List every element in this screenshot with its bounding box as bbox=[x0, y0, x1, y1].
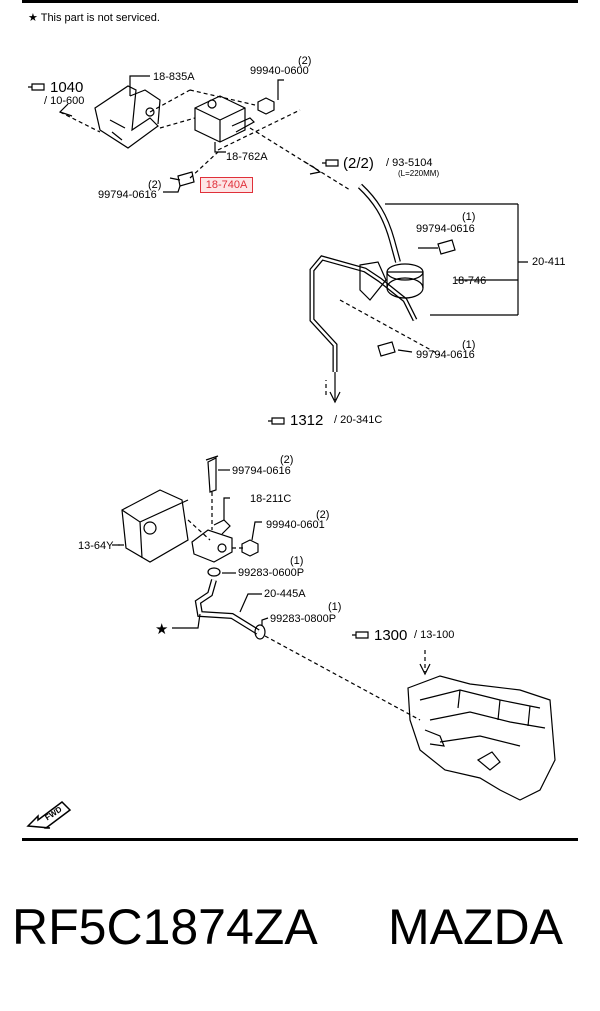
qty-99794-0616-d: (2) bbox=[280, 454, 293, 466]
bottom-rule bbox=[22, 838, 578, 841]
clamp-99283-0800P bbox=[254, 624, 266, 640]
clamp-99283-0600P bbox=[207, 567, 221, 577]
label-18-835A: 18-835A bbox=[153, 71, 195, 83]
label-18-211C: 18-211C bbox=[250, 493, 291, 505]
label-20-411: 20-411 bbox=[532, 256, 565, 268]
bolt-99794-0616-d bbox=[207, 457, 217, 493]
switch-18-211C bbox=[191, 529, 233, 563]
fwd-arrow-icon: FWD bbox=[26, 801, 72, 829]
bracket-13-64Y bbox=[121, 489, 189, 563]
label-13-64Y: 13-64Y bbox=[78, 540, 114, 552]
top-rule bbox=[22, 0, 578, 3]
ref-2-2: (2/2) bbox=[343, 155, 374, 172]
highlight-label: 18-740A bbox=[205, 179, 248, 191]
parts-diagram: 1040 / 10-600 18-835A (2) 99940-0600 18-… bbox=[28, 55, 565, 801]
hose-20-445A bbox=[194, 579, 260, 635]
fwd-label: FWD bbox=[43, 805, 63, 823]
label-99794-0616-c: 99794-0616 bbox=[416, 349, 475, 361]
ref-hand-icons bbox=[28, 83, 369, 639]
solenoid-18-740A bbox=[194, 95, 246, 143]
label-18-746: 18-746 bbox=[452, 275, 486, 287]
label-18-762A: 18-762A bbox=[226, 151, 268, 163]
ref-1312: 1312 bbox=[290, 412, 323, 429]
label-99794-0616-a: 99794-0616 bbox=[98, 189, 157, 201]
nut-99940-0601 bbox=[241, 539, 259, 557]
ref-1312-sub: / 20-341C bbox=[334, 414, 382, 426]
qty-99794-0616-a: (2) bbox=[148, 179, 161, 191]
part-number: RF5C1874ZA bbox=[12, 899, 318, 955]
ref-1300: 1300 bbox=[374, 627, 407, 644]
label-20-445A: 20-445A bbox=[264, 588, 306, 600]
qty-99940-0601: (2) bbox=[316, 509, 329, 521]
ref-1300-sub: / 13-100 bbox=[414, 629, 454, 641]
nut-99940-0600 bbox=[257, 97, 275, 115]
not-serviced-note: ★ This part is not serviced. bbox=[28, 12, 160, 24]
highlight-18-740A[interactable]: 18-740A bbox=[200, 177, 253, 193]
label-99794-0616-b: 99794-0616 bbox=[416, 223, 475, 235]
label-99940-0600: 99940-0600 bbox=[250, 65, 309, 77]
bolt-99794-0616-b bbox=[437, 239, 456, 255]
ref-1040-sub: / 10-600 bbox=[44, 95, 84, 107]
qty-99283-0800P: (1) bbox=[328, 601, 341, 613]
bracket-18-835A bbox=[94, 85, 159, 149]
hose-93-5104 bbox=[357, 183, 401, 263]
intake-manifold bbox=[407, 675, 556, 801]
qty-99794-0616-b: (1) bbox=[462, 211, 475, 223]
ref-2-2-sub: / 93-5104 bbox=[386, 157, 432, 169]
qty-99794-0616-c: (1) bbox=[462, 339, 475, 351]
pipe-20-411 bbox=[309, 255, 418, 372]
qty-99283-0600P: (1) bbox=[290, 555, 303, 567]
label-99794-0616-d: 99794-0616 bbox=[232, 465, 291, 477]
brand-name: MAZDA bbox=[388, 899, 563, 955]
bolt-99794-0616-a bbox=[177, 171, 195, 187]
ref-2-2-len: (L=220MM) bbox=[398, 169, 439, 178]
label-99283-0600P: 99283-0600P bbox=[238, 567, 304, 579]
label-99940-0601: 99940-0601 bbox=[266, 519, 325, 531]
label-99283-0800P: 99283-0800P bbox=[270, 613, 336, 625]
star-mark: ★ bbox=[155, 621, 168, 638]
bolt-99794-0616-c bbox=[377, 341, 396, 357]
qty-99940-0600: (2) bbox=[298, 55, 311, 67]
ref-1040: 1040 bbox=[50, 79, 83, 96]
